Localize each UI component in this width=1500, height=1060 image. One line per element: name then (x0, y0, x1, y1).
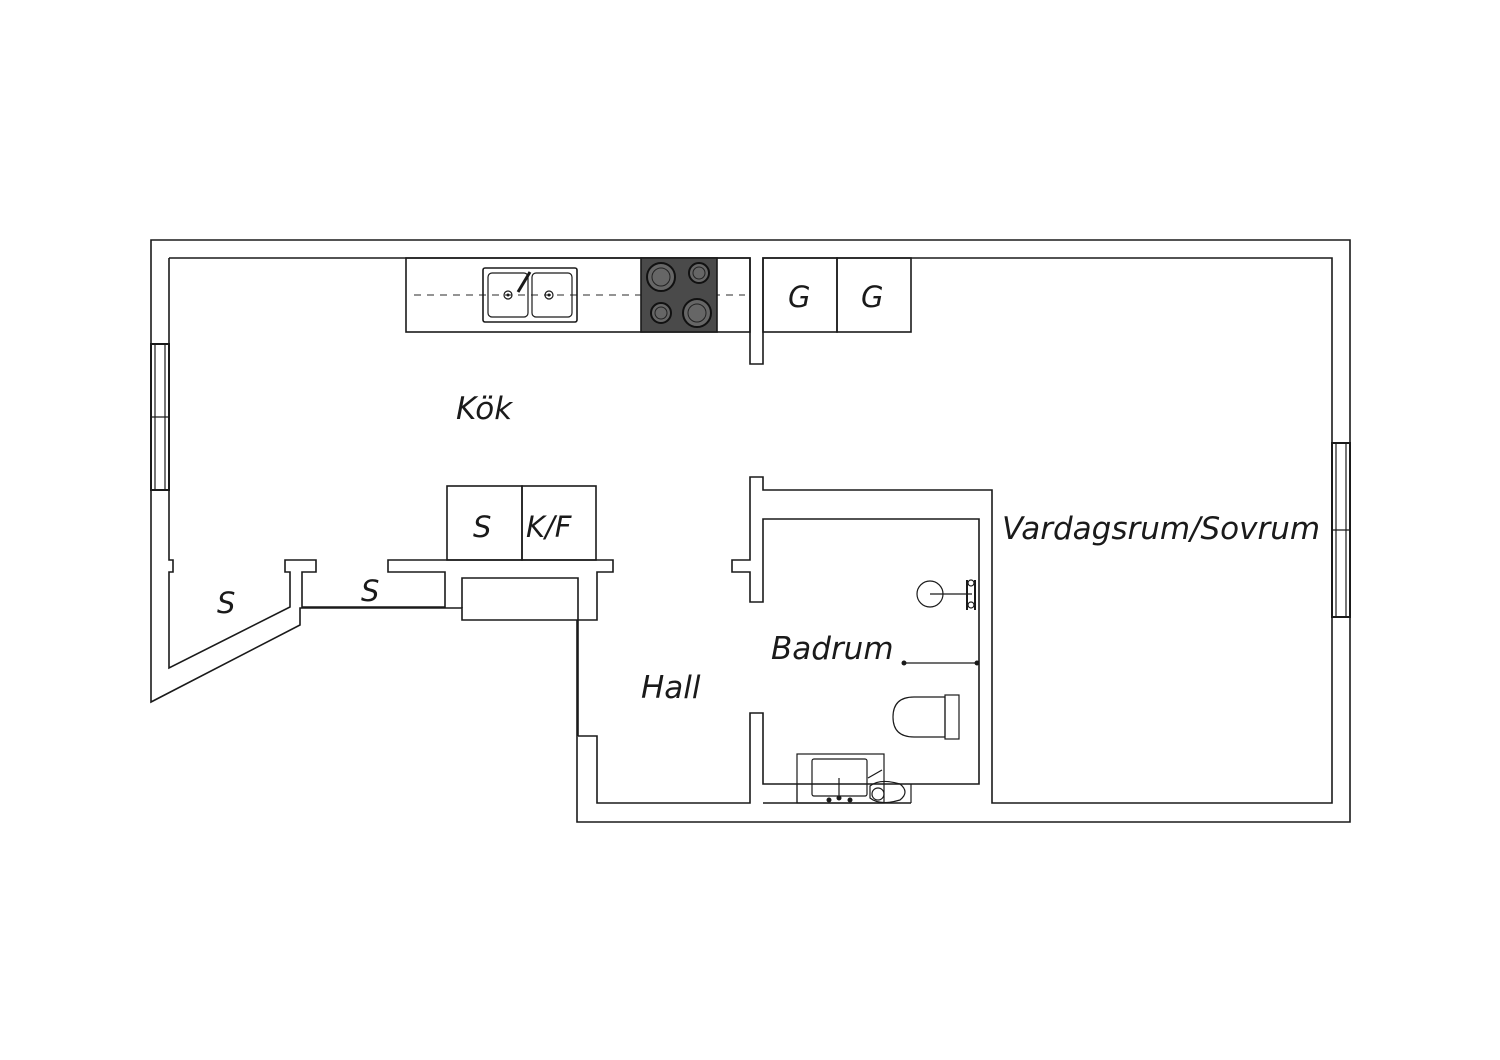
label-wardrobe-g1: G (788, 280, 810, 314)
label-storage-s2: S (361, 574, 379, 608)
kitchen-counter (405, 257, 751, 333)
outer-wall-outer-outline (150, 239, 1351, 823)
fridge-freezer (521, 485, 597, 561)
label-hall: Hall (641, 670, 701, 706)
sink-icon (482, 267, 578, 323)
washbasin-icon (796, 753, 906, 804)
label-wardrobe-g2: G (861, 280, 883, 314)
stove-icon (640, 257, 718, 333)
window-left (150, 343, 170, 491)
toilet-icon (892, 694, 960, 740)
label-living-bedroom: Vardagsrum/Sovrum (1002, 511, 1320, 547)
closet-wall-left (168, 258, 614, 670)
shower-icon (916, 579, 976, 610)
label-storage-s3: S (473, 510, 491, 544)
window-right (1331, 442, 1351, 618)
towel-rail-icon (901, 660, 980, 666)
label-storage-s1: S (217, 586, 235, 620)
label-fridge-freezer: K/F (526, 510, 573, 544)
label-kitchen: Kök (456, 391, 513, 427)
label-bathroom: Badrum (771, 631, 894, 667)
outer-wall-inner-outline (169, 257, 1333, 804)
wardrobe-g2 (836, 257, 912, 333)
